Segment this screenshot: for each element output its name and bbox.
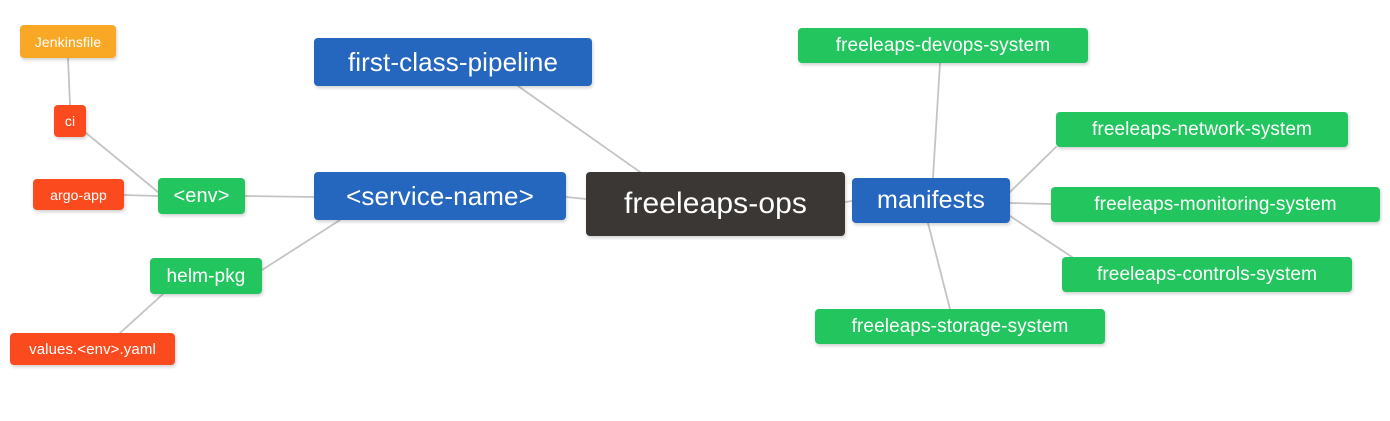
mindmap-node-freeleaps-devops-system[interactable]: freeleaps-devops-system <box>798 28 1088 63</box>
edge-service-name-to-freeleaps-ops <box>565 196 587 200</box>
mindmap-node-manifests[interactable]: manifests <box>852 178 1010 223</box>
edge-jenkinsfile-to-ci <box>67 57 71 106</box>
mindmap-node-freeleaps-storage-system[interactable]: freeleaps-storage-system <box>815 309 1105 344</box>
mindmap-node-freeleaps-monitoring-system[interactable]: freeleaps-monitoring-system <box>1051 187 1380 222</box>
mindmap-node-jenkinsfile[interactable]: Jenkinsfile <box>20 25 116 58</box>
mindmap-node-argo-app[interactable]: argo-app <box>33 179 124 210</box>
mindmap-node-values-yaml[interactable]: values.<env>.yaml <box>10 333 175 365</box>
edge-env-to-service-name <box>244 195 315 198</box>
mindmap-node-ci[interactable]: ci <box>54 105 86 137</box>
mindmap-node-freeleaps-ops[interactable]: freeleaps-ops <box>586 172 845 236</box>
edge-first-class-pipeline-to-freeleaps-ops <box>517 85 641 173</box>
mindmap-node-freeleaps-controls-system[interactable]: freeleaps-controls-system <box>1062 257 1352 292</box>
edge-values-yaml-to-helm-pkg <box>119 293 164 334</box>
edge-helm-pkg-to-service-name <box>261 219 341 271</box>
edge-manifests-to-freeleaps-network-system <box>1009 146 1057 193</box>
edge-manifests-to-freeleaps-storage-system <box>927 222 951 310</box>
edge-argo-app-to-env <box>123 194 159 197</box>
edge-freeleaps-ops-to-manifests <box>844 200 853 203</box>
mindmap-node-env[interactable]: <env> <box>158 178 245 214</box>
mindmap-node-freeleaps-network-system[interactable]: freeleaps-network-system <box>1056 112 1348 147</box>
edge-manifests-to-freeleaps-controls-system <box>1009 215 1073 258</box>
edge-manifests-to-freeleaps-devops-system <box>932 62 941 179</box>
edge-manifests-to-freeleaps-monitoring-system <box>1009 202 1052 205</box>
mindmap-node-helm-pkg[interactable]: helm-pkg <box>150 258 262 294</box>
mindmap-node-service-name[interactable]: <service-name> <box>314 172 566 220</box>
mindmap-node-first-class-pipeline[interactable]: first-class-pipeline <box>314 38 592 86</box>
